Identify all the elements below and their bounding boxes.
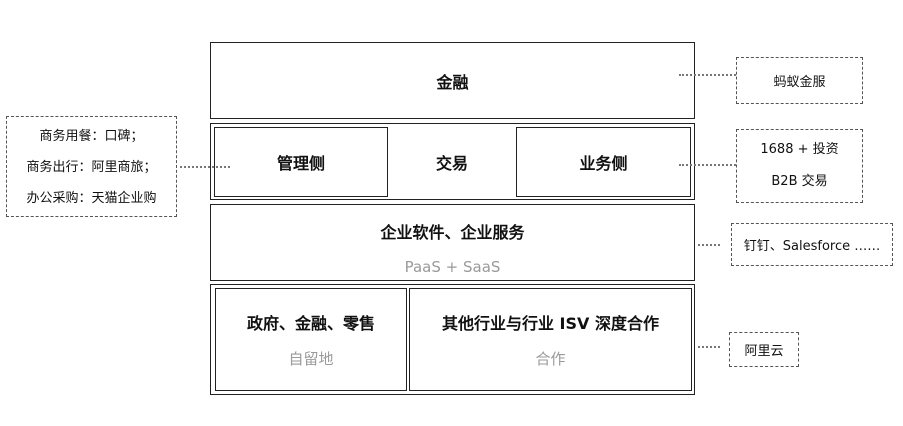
software-title: 企业软件、企业服务	[380, 223, 525, 242]
own-industries-title: 政府、金融、零售	[246, 314, 375, 333]
partner-industries-subtitle: 合作	[535, 349, 566, 368]
trading-center: 交易	[388, 127, 516, 197]
b2b-note: 1688 + 投资 B2B 交易	[736, 129, 863, 203]
dingtalk-connector	[698, 244, 720, 246]
software-subtitle: PaaS + SaaS	[404, 258, 501, 276]
note-line-procurement: 办公采购：天猫企业购	[26, 191, 157, 206]
dingtalk-label: 钉钉、Salesforce ……	[743, 239, 881, 254]
b2b-line-1688: 1688 + 投资	[760, 142, 839, 157]
finance-layer: 金融	[210, 42, 695, 119]
dingtalk-note: 钉钉、Salesforce ……	[731, 223, 893, 266]
business-side-label: 业务侧	[579, 154, 628, 173]
note-line-travel: 商务出行：阿里商旅；	[26, 160, 157, 175]
b2b-connector	[679, 164, 736, 166]
aliyun-note: 阿里云	[729, 332, 799, 367]
note-line-dining: 商务用餐：口碑；	[39, 129, 144, 144]
software-layer	[210, 204, 695, 281]
ant-financial-label: 蚂蚁金服	[773, 75, 826, 90]
left-connector	[180, 166, 230, 168]
business-side-box: 业务侧	[516, 127, 691, 197]
partner-industries-title: 其他行业与行业 ISV 深度合作	[441, 314, 659, 333]
b2b-line-trade: B2B 交易	[771, 174, 828, 189]
ant-connector	[679, 74, 736, 76]
own-industries-subtitle: 自留地	[288, 349, 334, 368]
management-side-label: 管理侧	[276, 154, 325, 173]
own-industries-box	[215, 288, 407, 391]
partner-industries-box	[409, 288, 692, 391]
enterprise-services-note: 商务用餐：口碑； 商务出行：阿里商旅； 办公采购：天猫企业购	[6, 116, 177, 217]
ant-financial-note: 蚂蚁金服	[736, 57, 863, 104]
trading-label: 交易	[435, 154, 468, 173]
aliyun-label: 阿里云	[744, 344, 784, 359]
finance-label: 金融	[436, 72, 469, 92]
management-side-box: 管理侧	[214, 127, 388, 197]
aliyun-connector	[698, 346, 720, 348]
